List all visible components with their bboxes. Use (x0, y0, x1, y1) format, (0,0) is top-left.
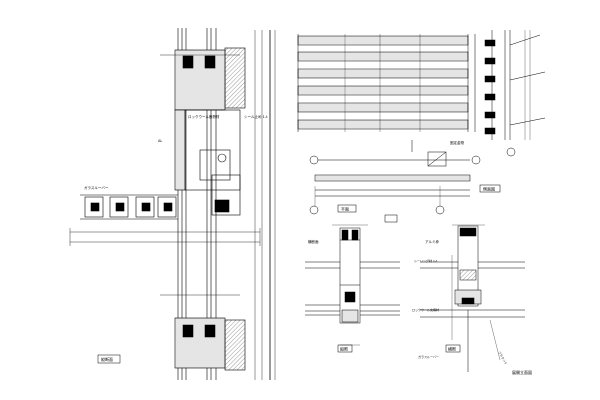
label-al: AL (158, 139, 162, 143)
detail-right-caption: 横断 (448, 346, 456, 352)
glass-louvers (80, 194, 178, 220)
detail-right-rockwool: ロックウール充填材 (412, 307, 439, 312)
detail-right (420, 224, 525, 372)
detail-tag-box-1 (384, 214, 398, 223)
detail-right-tag-box (445, 344, 461, 353)
detail-right-title: アルミ枠 (425, 239, 439, 244)
plan-view (309, 140, 481, 215)
detail-right-louver: ガラスルーバー (418, 354, 439, 359)
section-tag: 縦断面 (101, 356, 113, 362)
label-sealant: シール止め 1-t (244, 114, 268, 119)
label-louver: ガラスルーバー (84, 185, 109, 190)
side-elevation (484, 30, 546, 157)
label-rockwool: ロックウール断熱材 (188, 114, 220, 119)
section-tag-box (97, 354, 121, 364)
vertical-section (69, 28, 276, 380)
detail-left-tag-box (337, 344, 353, 353)
detail-right-bracket: ブラケット (497, 350, 509, 366)
detail-left-caption: 縦断 (340, 346, 348, 352)
side-tag-box (479, 184, 501, 193)
plan-tag-box (337, 204, 357, 213)
plan-tag: 平面 (341, 207, 349, 212)
elevation-louver-panel (297, 34, 476, 132)
title-block: 展開立面図 (512, 369, 532, 375)
detail-left (305, 224, 400, 346)
detail-right-sealant: シーリング材 1-t (414, 258, 438, 263)
detail-left-title: 横断面 (308, 239, 319, 244)
label-fix: 固定金物 (450, 140, 464, 145)
side-tag: 側面図 (483, 186, 495, 192)
